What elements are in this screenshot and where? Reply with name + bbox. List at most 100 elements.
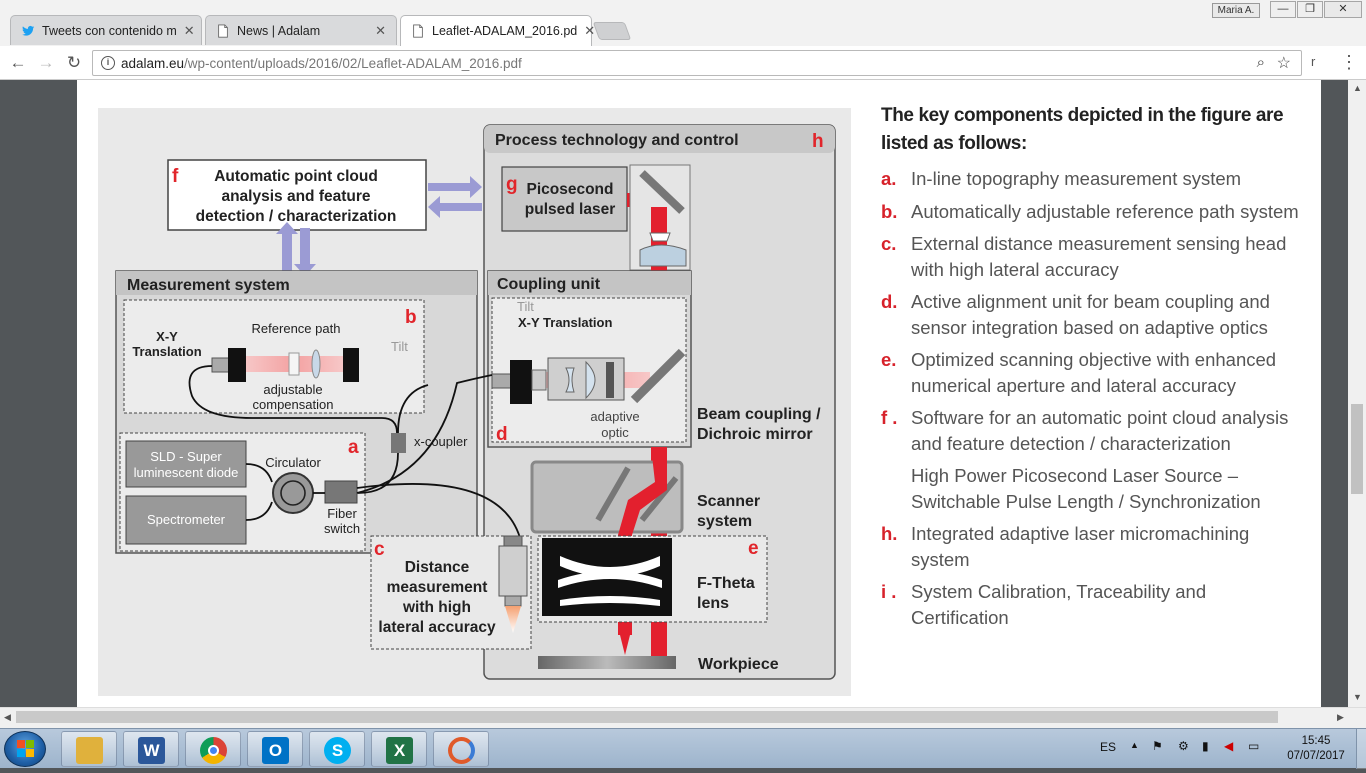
tab-label: Leaflet-ADALAM_2016.pd [432,24,578,38]
clock-date: 07/07/2017 [1287,750,1345,762]
network-icon[interactable]: ⚙ [1178,739,1189,753]
circulator-text: Circulator [265,455,321,470]
item-letter: c. [881,233,897,254]
app-icon [448,737,475,764]
xcoupler-text: x-coupler [414,434,468,449]
scrollbar-thumb[interactable] [16,711,1278,723]
zoom-icon[interactable]: ⌕ [1256,54,1265,71]
show-desktop-button[interactable] [1356,729,1366,769]
horizontal-scrollbar[interactable]: ◀ ▶ [0,707,1366,728]
sld-2: luminescent diode [134,465,239,480]
item-letter: i . [881,581,897,602]
xy-trans-text: X-Y Translation [518,315,612,330]
vertical-scrollbar[interactable]: ▲ ▼ [1348,80,1366,707]
label-c: c [374,539,385,560]
taskbar-explorer[interactable] [61,731,117,767]
label-e: e [748,538,759,559]
minimize-button[interactable]: — [1270,1,1296,18]
menu-icon[interactable]: ⋮ [1340,52,1358,72]
tab-tweets[interactable]: Tweets con contenido m ✕ [10,15,202,45]
pdf-viewer[interactable]: Process technology and control h f Autom… [0,80,1366,707]
taskbar-chrome[interactable] [185,731,241,767]
process-title: Process technology and control [495,132,739,149]
coupling-title: Coupling unit [497,276,601,293]
forward-button[interactable]: → [37,53,55,72]
tab-news[interactable]: News | Adalam ✕ [205,15,397,45]
item-letter [881,463,911,514]
flag-icon[interactable]: ⚑ [1152,739,1163,753]
reload-button[interactable]: ↻ [66,53,82,72]
g-text-1: Picosecond [527,181,614,198]
list-item: i . System Calibration, Traceability and … [881,579,1301,630]
taskbar-app[interactable] [433,731,489,767]
excel-icon: X [386,737,413,764]
language-indicator[interactable]: ES [1100,740,1117,754]
distance-2: measurement [387,579,488,596]
outlook-icon: O [262,737,289,764]
sld-1: SLD - Super [150,449,222,464]
item-text: Software for an automatic point cloud an… [911,407,1289,454]
item-letter: b. [881,200,898,222]
scanner-1: Scanner [697,493,760,510]
page-icon [413,24,423,38]
adaptive-2: optic [601,425,629,440]
taskbar-skype[interactable]: S [309,731,365,767]
tilt2-text: Tilt [517,299,534,314]
adj-comp-1: adjustable [263,382,322,397]
taskbar-word[interactable]: W [123,731,179,767]
star-icon[interactable]: ☆ [1276,55,1291,72]
extension-button[interactable]: r [1311,54,1316,69]
close-icon[interactable]: ✕ [584,23,596,38]
beam-2: Dichroic mirror [697,426,813,443]
label-h: h [812,131,824,152]
back-button[interactable]: ← [9,53,27,72]
close-window-button[interactable]: ✕ [1324,1,1362,18]
scroll-up-icon[interactable]: ▲ [1353,83,1362,93]
chrome-icon [200,737,227,764]
maximize-button[interactable]: ❐ [1297,1,1323,18]
url-path: /wp-content/uploads/2016/02/Leaflet-ADAL… [184,55,522,71]
taskbar-outlook[interactable]: O [247,731,303,767]
address-bar[interactable]: i adalam.eu/wp-content/uploads/2016/02/L… [92,50,1302,76]
new-tab-button[interactable] [592,22,632,40]
scrollbar-thumb[interactable] [1351,404,1363,494]
volume-icon[interactable]: ◀ [1224,739,1234,753]
twitter-icon [22,25,35,36]
page-icon [218,23,228,38]
key-components-heading: The key components depicted in the figur… [881,105,1284,154]
start-button[interactable] [4,731,46,767]
close-icon[interactable]: ✕ [183,22,195,38]
item-text: Automatically adjustable reference path … [911,200,1299,222]
item-text: Optimized scanning objective with enhanc… [911,349,1277,396]
profile-button[interactable]: Maria A. [1212,3,1260,18]
scroll-left-icon[interactable]: ◀ [4,712,11,722]
item-text: External distance measurement sensing he… [911,233,1287,280]
item-letter: a. [881,168,897,189]
item-text: High Power Picosecond Laser Source – Swi… [911,465,1261,512]
toolbar: ← → ↻ i adalam.eu/wp-content/uploads/201… [0,46,1366,80]
label-b: b [405,307,417,328]
item-text: System Calibration, Traceability and Cer… [911,581,1207,628]
distance-4: lateral accuracy [378,619,496,636]
battery-icon[interactable]: ▮ [1202,739,1209,753]
monitor-icon[interactable]: ▭ [1248,739,1260,753]
list-item: d.Active alignment unit for beam couplin… [881,289,1301,340]
taskbar: W O S X ES ▲ ⚑ ⚙ ▮ ◀ ▭ 15:45 07/07/2017 [0,728,1366,769]
folder-icon [76,737,103,764]
tab-label: News | Adalam [237,23,321,38]
ftheta-1: F-Theta [697,575,755,592]
info-icon[interactable]: i [101,56,115,70]
scroll-right-icon[interactable]: ▶ [1337,712,1344,722]
system-tray: ES ▲ ⚑ ⚙ ▮ ◀ ▭ [1098,729,1298,769]
ref-path-text: Reference path [252,321,341,336]
tab-leaflet[interactable]: Leaflet-ADALAM_2016.pd ✕ [400,15,596,46]
close-icon[interactable]: ✕ [375,22,386,38]
clock[interactable]: 15:45 07/07/2017 [1276,734,1356,764]
taskbar-excel[interactable]: X [371,731,427,767]
tray-expand-icon[interactable]: ▲ [1130,740,1139,750]
label-g: g [506,174,518,195]
scroll-down-icon[interactable]: ▼ [1353,692,1362,702]
ftheta-2: lens [697,595,729,612]
list-item: High Power Picosecond Laser Source – Swi… [881,463,1301,514]
adaptive-1: adaptive [590,409,639,424]
